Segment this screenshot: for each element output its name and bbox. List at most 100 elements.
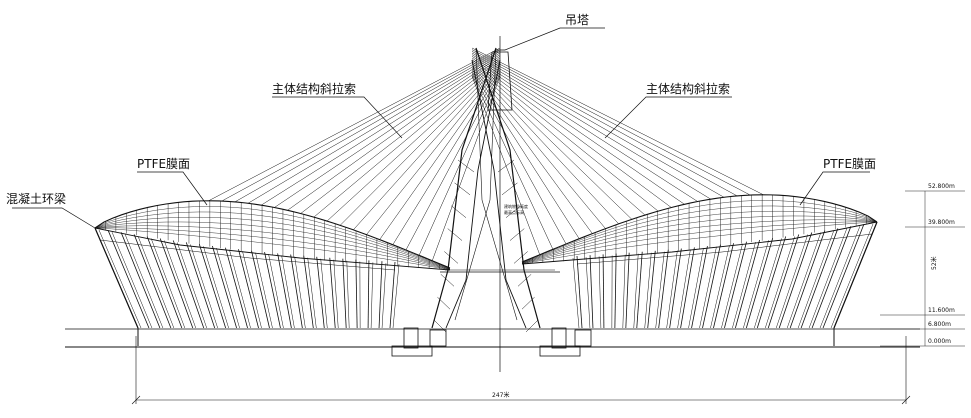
span-dimension-label: 247米 (492, 391, 509, 399)
facade-column (732, 242, 755, 328)
facade-column (812, 226, 851, 328)
facade-column (768, 235, 798, 328)
facade-column (765, 237, 794, 328)
facade-column (599, 256, 601, 328)
facade-column (368, 260, 369, 328)
facade-column (577, 256, 582, 328)
facade-column (134, 234, 171, 328)
facade-column (238, 249, 258, 328)
facade-column (809, 228, 847, 328)
stay-cable (472, 66, 619, 224)
label-ptfe-left: PTFE膜面 (137, 157, 190, 171)
label-ptfe-right: PTFE膜面 (823, 157, 876, 171)
facade-column (108, 230, 149, 328)
facade-column (754, 238, 781, 328)
label-stay-cable-right: 主体结构斜拉索 (646, 81, 730, 96)
elevation-label-52800: 52.800m (928, 183, 955, 190)
stay-cable (248, 53, 500, 203)
tower-brace (448, 229, 462, 241)
facade-column (347, 261, 349, 328)
height-dimension-label: 52米 (930, 256, 938, 270)
facade-column (746, 238, 772, 328)
facade-column (801, 228, 838, 328)
label-ring-beam: 混凝土环梁 (6, 191, 66, 206)
tower-brace (518, 274, 531, 286)
facade-column (125, 234, 163, 328)
facade-column (390, 262, 395, 328)
facade-column (645, 253, 652, 328)
facade-column (721, 244, 742, 328)
stay-cable (288, 58, 500, 210)
stay-cable (472, 56, 698, 201)
label-stay-cable-left: 主体结构斜拉索 (272, 81, 356, 96)
pier-cap (575, 330, 591, 346)
facade-column (242, 251, 261, 328)
tower-note-1: 建筑物总高度 (504, 203, 528, 209)
tower-brace (451, 206, 466, 218)
facade-column (831, 224, 873, 328)
facade-column (615, 254, 616, 328)
facade-column (269, 254, 284, 328)
facade-column (700, 247, 717, 328)
pier-cap (430, 330, 446, 346)
stay-cable (472, 48, 763, 195)
facade-column (823, 224, 864, 328)
facade-column (623, 255, 625, 328)
facade-column (99, 230, 141, 328)
facade-column (199, 244, 225, 328)
elevation-lines (880, 191, 965, 346)
facade-column (190, 244, 217, 328)
facade-column (626, 253, 629, 328)
facade-column (681, 247, 695, 328)
facade-column (278, 253, 292, 328)
elevation-label-0000: 0.000m (928, 338, 951, 345)
elevation-label-6800: 6.800m (928, 321, 951, 328)
facade-column (256, 253, 273, 328)
facade-column (371, 262, 373, 328)
tower-brace (510, 229, 524, 241)
stay-cable (235, 51, 500, 202)
span-dimension (132, 336, 910, 404)
stay-cable (380, 70, 500, 240)
generated-structure (95, 36, 877, 372)
stay-cable (274, 56, 500, 207)
facade-column (225, 248, 247, 328)
facade-column (689, 248, 704, 328)
stay-cable (209, 48, 500, 201)
label-crane-tower: 吊塔 (565, 13, 589, 27)
elevation-label-39800: 39.800m (928, 219, 955, 226)
stay-cable (393, 71, 500, 245)
facade-column (379, 261, 382, 328)
facade-column (603, 254, 604, 328)
facade-column (356, 260, 357, 328)
tower-leg (432, 48, 496, 328)
facade-column (724, 242, 746, 328)
tower-note-2: 最高点标高 (504, 209, 524, 215)
stay-cable (340, 65, 500, 226)
tower-brace (444, 251, 458, 263)
facade-column (173, 241, 203, 328)
facade-column (710, 245, 729, 328)
facade-column (648, 251, 656, 328)
facade-column (343, 259, 346, 328)
facade-column (216, 248, 239, 328)
facade-band (100, 240, 395, 270)
facade-column (317, 257, 325, 328)
tower-brace (526, 320, 538, 332)
facade-column (186, 242, 214, 328)
stay-cable (472, 71, 579, 239)
facade-band (577, 234, 872, 264)
facade-column (586, 257, 590, 328)
facade-column (321, 259, 328, 328)
stay-cable (472, 63, 645, 215)
pier (552, 328, 566, 348)
facade-column (713, 243, 733, 328)
elevation-label-11600: 11.600m (928, 307, 955, 314)
stay-cable (261, 55, 500, 206)
facade-column (590, 255, 593, 328)
facade-column (757, 236, 785, 328)
facade-column (177, 243, 206, 328)
facade-column (229, 250, 250, 328)
